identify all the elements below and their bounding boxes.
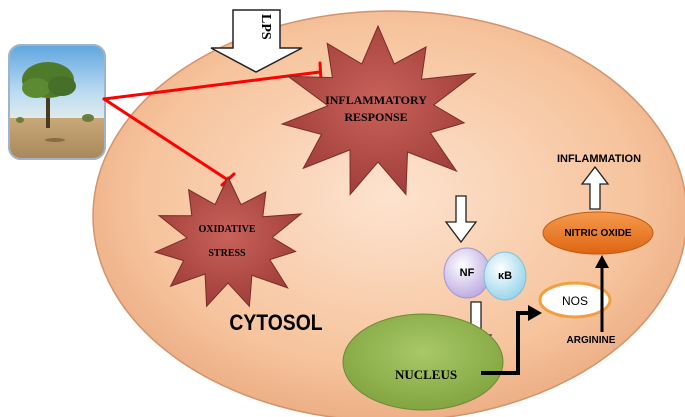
nitric-oxide-node xyxy=(542,211,654,255)
arrow-to-inflammation xyxy=(580,165,610,210)
nos-node xyxy=(538,281,612,319)
inflammatory-response-label-1: INFLAMMATORY xyxy=(325,93,427,107)
inhibition-line-oxidative xyxy=(102,97,230,182)
inhibition-line-inflammatory xyxy=(102,70,322,101)
nitric-oxide-label: NITRIC OXIDE xyxy=(564,228,632,239)
nucleus xyxy=(342,313,504,411)
oxidative-stress-label-1: OXIDATIVE xyxy=(198,224,255,235)
arginine-label: ARGININE xyxy=(567,335,616,346)
inflammatory-response-burst: INFLAMMATORY RESPONSE xyxy=(280,24,477,196)
nos-label: NOS xyxy=(562,294,588,308)
inflammation-label: INFLAMMATION xyxy=(557,153,641,165)
arrow-arginine-to-nitric-oxide xyxy=(595,255,609,332)
cytosol-label: CYTOSOL xyxy=(229,311,323,335)
oxidative-stress-label-2: STRESS xyxy=(208,248,246,259)
nucleus-label: NUCLEUS xyxy=(395,367,457,382)
nf-label: NF xyxy=(460,267,475,279)
lps-arrow: LPS xyxy=(210,9,303,73)
kb-subunit xyxy=(483,251,527,301)
kb-label: κB xyxy=(498,270,512,282)
inflammatory-response-label-2: RESPONSE xyxy=(344,110,407,124)
arrow-nucleus-to-nos xyxy=(481,305,542,375)
oxidative-stress-burst: OXIDATIVE STRESS xyxy=(153,175,303,308)
tree-photo-icon xyxy=(8,44,106,160)
lps-label: LPS xyxy=(258,14,273,40)
nfkb-complex: NF κB xyxy=(443,247,527,301)
arrow-to-nfkb xyxy=(444,195,478,244)
